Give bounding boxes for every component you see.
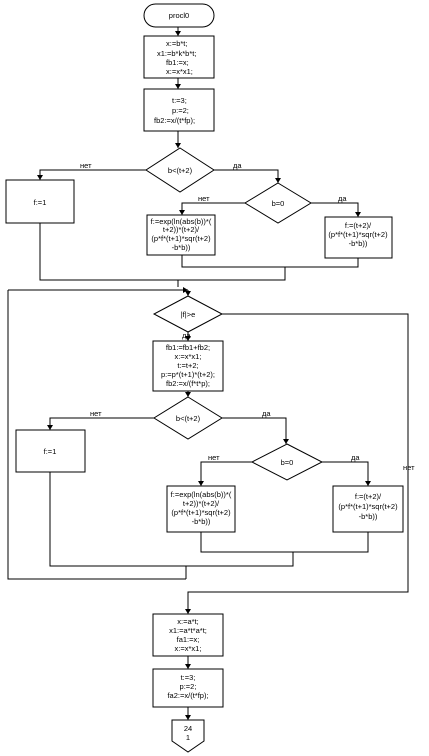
block-line: p:=p*(t+1)*(t+2); (161, 370, 215, 379)
block-line: x1:=a*t*a*t; (169, 626, 207, 635)
decision-b-less-loop: b<(t+2) (153, 396, 223, 440)
process-formula-div: f:=(t+2)/ (p*f*(t+1)*sqr(t+2) -b*b)) (324, 216, 393, 259)
block-line: x:=x*x1; (175, 644, 202, 653)
block-line: x1:=b*k*b*t; (157, 49, 196, 58)
block-line: t+2))*(t+2)/ (183, 499, 220, 508)
label-no-cond1: нет (80, 161, 92, 170)
block-line: (p*f*(t+1)*sqr(t+2) (338, 502, 398, 511)
decision-b-zero: b=0 (244, 182, 312, 224)
block-line: -b*b)) (349, 239, 368, 248)
block-line: fb1:=x; (166, 58, 189, 67)
connector-line: 1 (186, 733, 190, 742)
decision-label: b<(t+2) (168, 166, 193, 175)
decision-label: b=0 (281, 458, 294, 467)
decision-label: b=0 (272, 199, 285, 208)
label-no-cond4: нет (208, 453, 220, 462)
block-line: -b*b)) (172, 243, 191, 252)
start-label: procl0 (169, 11, 189, 20)
block-line: t+2))*(t+2)/ (163, 225, 200, 234)
block-line: x:=a*t; (177, 617, 198, 626)
branch-labels: нет да нет да да нет нет да нет да (80, 161, 415, 472)
label-yes-loop: да (182, 331, 191, 340)
process-formula-exp-loop: f:=exp(ln(abs(b))*( t+2))*(t+2)/ (p*f*(t… (166, 485, 236, 533)
process-init-t: t:=3; p:=2; fb2:=x/(t*fp); (143, 88, 215, 132)
process-init-t-second: t:=3; p:=2; fa2:=x/(t*fp); (152, 668, 224, 708)
block-line: f:=exp(ln(abs(b))*( (171, 490, 232, 499)
block-line: f:=1 (34, 198, 47, 207)
block-line: fb1:=fb1+fb2; (166, 343, 210, 352)
block-line: x:=b*t; (166, 39, 187, 48)
block-line: fa1:=x; (177, 635, 200, 644)
offpage-connector: 24 1 (171, 719, 205, 753)
start-terminal: procl0 (143, 3, 215, 28)
label-yes-cond4: да (351, 453, 360, 462)
block-line: p:=2; (180, 682, 197, 691)
block-line: (p*f*(t+1)*sqr(t+2) (328, 230, 388, 239)
process-init-a: x:=a*t; x1:=a*t*a*t; fa1:=x; x:=x*x1; (152, 613, 224, 657)
label-yes-cond1: да (233, 161, 242, 170)
block-line: (p*f*(t+1)*sqr(t+2) (151, 234, 211, 243)
block-line: f:=exp(ln(abs(b))*( (151, 217, 212, 226)
block-line: fb2:=x/(t*fp); (154, 116, 195, 125)
arrowheads (37, 31, 371, 720)
block-line: t:=3; (181, 673, 196, 682)
decision-loop-check: |f|>e (152, 295, 224, 333)
decision-label: |f|>e (181, 310, 196, 319)
decision-label: b<(t+2) (176, 414, 201, 423)
block-line: x:=x*x1; (166, 67, 193, 76)
block-line: x:=x*x1; (175, 352, 202, 361)
block-line: -b*b)) (192, 517, 211, 526)
process-formula-exp: f:=exp(ln(abs(b))*( t+2))*(t+2)/ (p*f*(t… (146, 214, 216, 256)
decision-b-zero-loop: b=0 (250, 443, 324, 481)
block-line: f:=(t+2)/ (355, 492, 382, 501)
label-no-cond2: нет (198, 194, 210, 203)
block-line: fa2:=x/(t*fp); (167, 691, 208, 700)
process-init-x: x:=b*t; x1:=b*k*b*t; fb1:=x; x:=x*x1; (143, 35, 215, 79)
block-line: -b*b)) (359, 512, 378, 521)
block-line: (p*f*(t+1)*sqr(t+2) (171, 508, 231, 517)
label-yes-cond3: да (262, 409, 271, 418)
block-line: t:=t+2; (177, 361, 198, 370)
process-f-one-loop: f:=1 (15, 429, 86, 473)
process-formula-div-loop: f:=(t+2)/ (p*f*(t+1)*sqr(t+2) -b*b)) (332, 485, 404, 533)
process-loop-body: fb1:=fb1+fb2; x:=x*x1; t:=t+2; p:=p*(t+1… (152, 340, 224, 392)
block-line: f:=1 (44, 447, 57, 456)
block-line: fb2:=x/(f*t*p); (166, 379, 210, 388)
block-line: p:=2; (172, 106, 189, 115)
label-yes-cond2: да (338, 194, 347, 203)
decision-b-less: b<(t+2) (145, 147, 215, 193)
label-no-cond3: нет (90, 409, 102, 418)
block-line: t:=3; (172, 96, 187, 105)
block-line: f:=(t+2)/ (345, 221, 372, 230)
connector-line: 24 (184, 724, 192, 733)
label-no-loop: нет (403, 463, 415, 472)
process-f-one: f:=1 (5, 179, 75, 224)
